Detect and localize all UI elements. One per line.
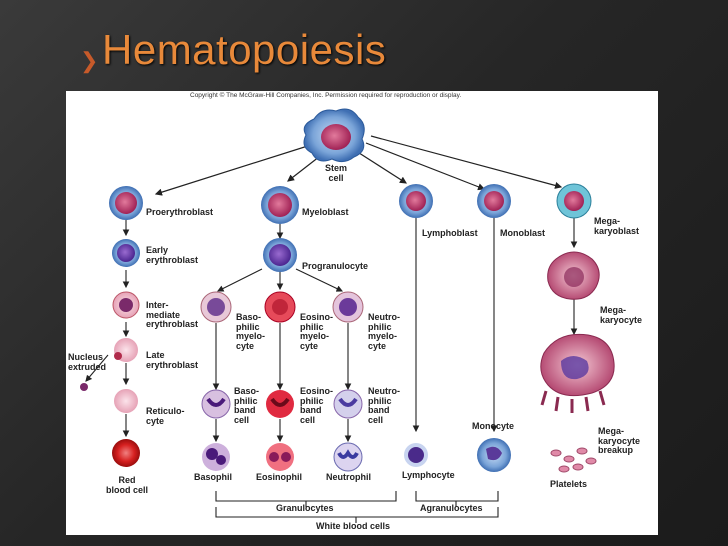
label-myeloblast: Myeloblast xyxy=(302,207,349,217)
early-erythroblast-shape xyxy=(112,239,140,267)
basophil-shape xyxy=(202,443,230,471)
label-eosinophil: Eosinophil xyxy=(256,472,302,482)
label-lymphocyte: Lymphocyte xyxy=(402,470,455,480)
label-proerythroblast: Proerythroblast xyxy=(146,207,214,217)
eosinophilic-myelocyte-shape xyxy=(264,291,296,323)
label-basophilic-myelocyte: Baso- philic myelo- cyte xyxy=(236,312,266,351)
intermediate-erythroblast-shape xyxy=(112,291,140,319)
label-white-blood-cells: White blood cells xyxy=(316,521,391,531)
neutrophil-shape xyxy=(333,442,363,472)
label-basophil: Basophil xyxy=(194,472,233,482)
slide-title: Hematopoiesis xyxy=(102,26,387,73)
hematopoiesis-diagram: Copyright © The McGraw-Hill Companies, I… xyxy=(66,91,658,535)
label-monoblast: Monoblast xyxy=(500,228,545,238)
red-blood-cell-shape xyxy=(112,439,140,467)
monocyte-shape xyxy=(477,438,511,472)
diagram-drawing xyxy=(80,108,615,523)
proerythroblast-shape xyxy=(109,186,143,220)
label-intermediate-erythroblast: Inter- mediate erythroblast xyxy=(146,300,199,329)
monoblast-shape xyxy=(477,184,511,218)
label-megakaryocyte-breakup: Mega- karyocyte breakup xyxy=(598,426,641,455)
label-megakaryoblast: Mega- karyoblast xyxy=(594,216,640,236)
eosinophil-shape xyxy=(266,443,294,471)
label-platelets: Platelets xyxy=(550,479,588,489)
neutrophilic-band-shape xyxy=(333,389,363,419)
late-erythroblast-shape xyxy=(114,338,138,362)
progranulocyte-shape xyxy=(263,238,297,272)
slide-bullet-icon: ❯ xyxy=(80,48,99,73)
label-early-erythroblast: Early erythroblast xyxy=(146,245,199,265)
eosinophilic-band-shape xyxy=(266,390,294,418)
lymphoblast-shape xyxy=(399,184,433,218)
lymphocyte-shape xyxy=(404,443,428,467)
group-brackets xyxy=(215,491,499,523)
nucleus-extruded-shape xyxy=(80,383,88,391)
label-neutrophilic-myelocyte: Neutro- philic myelo- cyte xyxy=(368,312,400,351)
label-megakaryocyte: Mega- karyocyte xyxy=(600,305,643,325)
label-neutrophil: Neutrophil xyxy=(326,472,371,482)
label-red-blood-cell: Red blood cell xyxy=(106,475,149,495)
reticulocyte-shape xyxy=(114,389,138,413)
lineage-arrows xyxy=(85,217,578,443)
label-granulocytes: Granulocytes xyxy=(276,503,334,513)
label-late-erythroblast: Late erythroblast xyxy=(146,350,199,370)
basophilic-band-shape xyxy=(201,389,231,419)
label-monocyte: Monocyte xyxy=(472,421,515,431)
label-lymphoblast: Lymphoblast xyxy=(422,228,478,238)
label-progranulocyte: Progranulocyte xyxy=(302,261,369,271)
megakaryocyte-breakup-shape xyxy=(540,333,615,413)
label-agranulocytes: Agranulocytes xyxy=(420,503,483,513)
platelets-shape xyxy=(550,447,597,473)
basophilic-myelocyte-shape xyxy=(200,291,232,323)
label-reticulocyte: Reticulo- cyte xyxy=(146,406,185,426)
label-stem-cell: Stem cell xyxy=(325,163,348,183)
megakaryoblast-shape xyxy=(556,183,592,219)
copyright-notice: Copyright © The McGraw-Hill Companies, I… xyxy=(190,92,462,99)
label-neutrophilic-band: Neutro- philic band cell xyxy=(368,386,400,425)
label-eosinophilic-myelocyte: Eosino- philic myelo- cyte xyxy=(300,312,333,351)
myeloblast-shape xyxy=(261,186,299,224)
label-eosinophilic-band: Eosino- philic band cell xyxy=(300,386,333,425)
label-nucleus-extruded: Nucleus extruded xyxy=(68,352,107,372)
neutrophilic-myelocyte-shape xyxy=(332,291,364,323)
stem-cell-shape xyxy=(303,108,365,163)
megakaryocyte-shape xyxy=(547,251,600,300)
label-basophilic-band: Baso- philic band cell xyxy=(234,386,260,425)
